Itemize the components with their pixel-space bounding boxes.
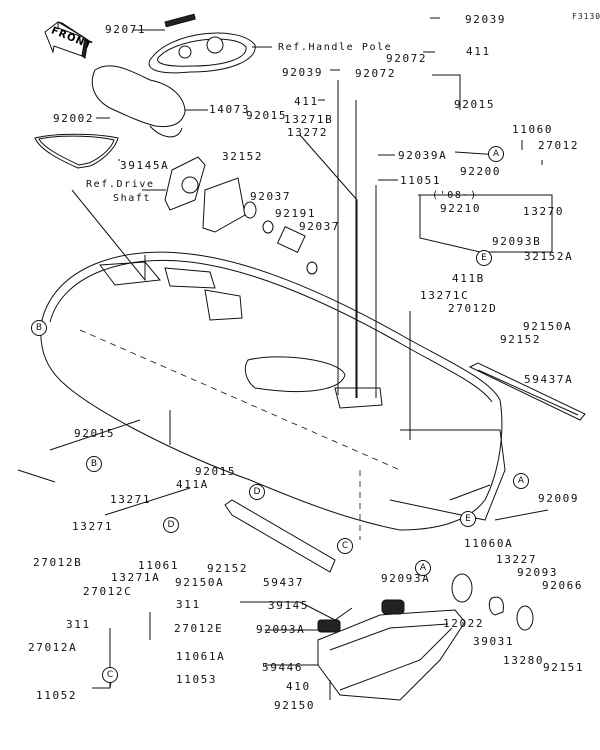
part-label-27012B: 27012B [33, 556, 83, 569]
part-label-13271B: 13271B [284, 113, 334, 126]
part-label-27012A: 27012A [28, 641, 78, 654]
callout-b: B [31, 320, 47, 336]
ref-drive-shaft-label-2: Shaft [113, 193, 152, 204]
part-label-14073: 14073 [209, 103, 251, 116]
part-label-311: 311 [176, 598, 201, 611]
callout-a: A [488, 146, 504, 162]
pump-cover-59446 [299, 599, 466, 701]
part-label-27012E: 27012E [174, 622, 224, 635]
part-label-92015: 92015 [195, 465, 237, 478]
part-label-92071: 92071 [105, 23, 147, 36]
part-label-11052: 11052 [36, 689, 78, 702]
part-label-59446: 59446 [262, 661, 304, 674]
part-label-92152: 92152 [207, 562, 249, 575]
part-label-92210: 92210 [440, 202, 482, 215]
part-label-92037: 92037 [299, 220, 341, 233]
part-label-92015: 92015 [454, 98, 496, 111]
gasket-39145A [34, 133, 119, 169]
part-label-11061: 11061 [138, 559, 180, 572]
part-label-411B: 411B [452, 272, 485, 285]
part-label-39145A: 39145A [120, 159, 170, 172]
part-label-32152A: 32152A [524, 250, 574, 263]
part-label-92072: 92072 [386, 52, 428, 65]
part-label-39031: 39031 [473, 635, 515, 648]
part-label-92150: 92150 [274, 699, 316, 712]
part-label-92072: 92072 [355, 67, 397, 80]
callout-d: D [163, 517, 179, 533]
part-label-13271: 13271 [110, 493, 152, 506]
part-label-11053: 11053 [176, 673, 218, 686]
part-label-11060A: 11060A [464, 537, 514, 550]
part-label-410: 410 [286, 680, 311, 693]
part-label-11051: 11051 [400, 174, 442, 187]
callout-e: E [460, 511, 476, 527]
ref-handle-pole-label: Ref.Handle Pole [278, 42, 393, 53]
cover-14073 [91, 65, 186, 138]
part-label-92200: 92200 [460, 165, 502, 178]
part-label-92015: 92015 [74, 427, 116, 440]
hull-body [40, 251, 506, 540]
part-label-13271C: 13271C [420, 289, 470, 302]
part-label-59437A: 59437A [524, 373, 574, 386]
part-label-32152: 32152 [222, 150, 264, 163]
callout-e: E [476, 250, 492, 266]
part-label-12022: 12022 [443, 617, 485, 630]
part-label-92151: 92151 [543, 661, 585, 674]
part-label-39145: 39145 [268, 599, 310, 612]
part-label-92093A: 92093A [256, 623, 306, 636]
part-label-92152: 92152 [500, 333, 542, 346]
part-label-13271A: 13271A [111, 571, 161, 584]
part-label-411: 411 [294, 95, 319, 108]
part-label-92093B: 92093B [492, 235, 542, 248]
part-label-92039: 92039 [282, 66, 324, 79]
part-label-11060: 11060 [512, 123, 554, 136]
handle-pole-plate [148, 13, 256, 74]
part-label-311: 311 [66, 618, 91, 631]
part-label-92150A: 92150A [523, 320, 573, 333]
rub-rail-59437 [224, 499, 336, 573]
part-label-92037: 92037 [250, 190, 292, 203]
part-label-92002: 92002 [53, 112, 95, 125]
part-label-92191: 92191 [275, 207, 317, 220]
rub-rail-59437A [468, 362, 586, 421]
part-label-27012C: 27012C [83, 585, 133, 598]
part-label-92093A: 92093A [381, 572, 431, 585]
figure-code: F3130 [572, 12, 600, 21]
part-label-13227: 13227 [496, 553, 538, 566]
callout-d: D [249, 484, 265, 500]
part-label-92150A: 92150A [175, 576, 225, 589]
year-note: ('08~) [432, 190, 478, 201]
part-label-411A: 411A [176, 478, 209, 491]
part-label-13271: 13271 [72, 520, 114, 533]
part-label-92015: 92015 [246, 109, 288, 122]
ref-drive-shaft-label-1: Ref.Drive [86, 179, 155, 190]
leader-lines [17, 17, 553, 700]
part-label-27012: 27012 [538, 139, 580, 152]
callout-a: A [415, 560, 431, 576]
part-label-92039: 92039 [465, 13, 507, 26]
part-label-92093: 92093 [517, 566, 559, 579]
callout-c: C [102, 667, 118, 683]
part-label-11061A: 11061A [176, 650, 226, 663]
intake-grate-parts [451, 573, 534, 631]
part-label-411: 411 [466, 45, 491, 58]
drive-shaft-flange [164, 156, 318, 275]
callout-c: C [337, 538, 353, 554]
part-label-13270: 13270 [523, 205, 565, 218]
part-label-13272: 13272 [287, 126, 329, 139]
front-arrow-icon [44, 20, 89, 59]
part-label-27012D: 27012D [448, 302, 498, 315]
callout-b: B [86, 456, 102, 472]
callout-a: A [513, 473, 529, 489]
part-label-59437: 59437 [263, 576, 305, 589]
part-label-92039A: 92039A [398, 149, 448, 162]
part-label-13280: 13280 [503, 654, 545, 667]
part-label-92009: 92009 [538, 492, 580, 505]
part-label-92066: 92066 [542, 579, 584, 592]
